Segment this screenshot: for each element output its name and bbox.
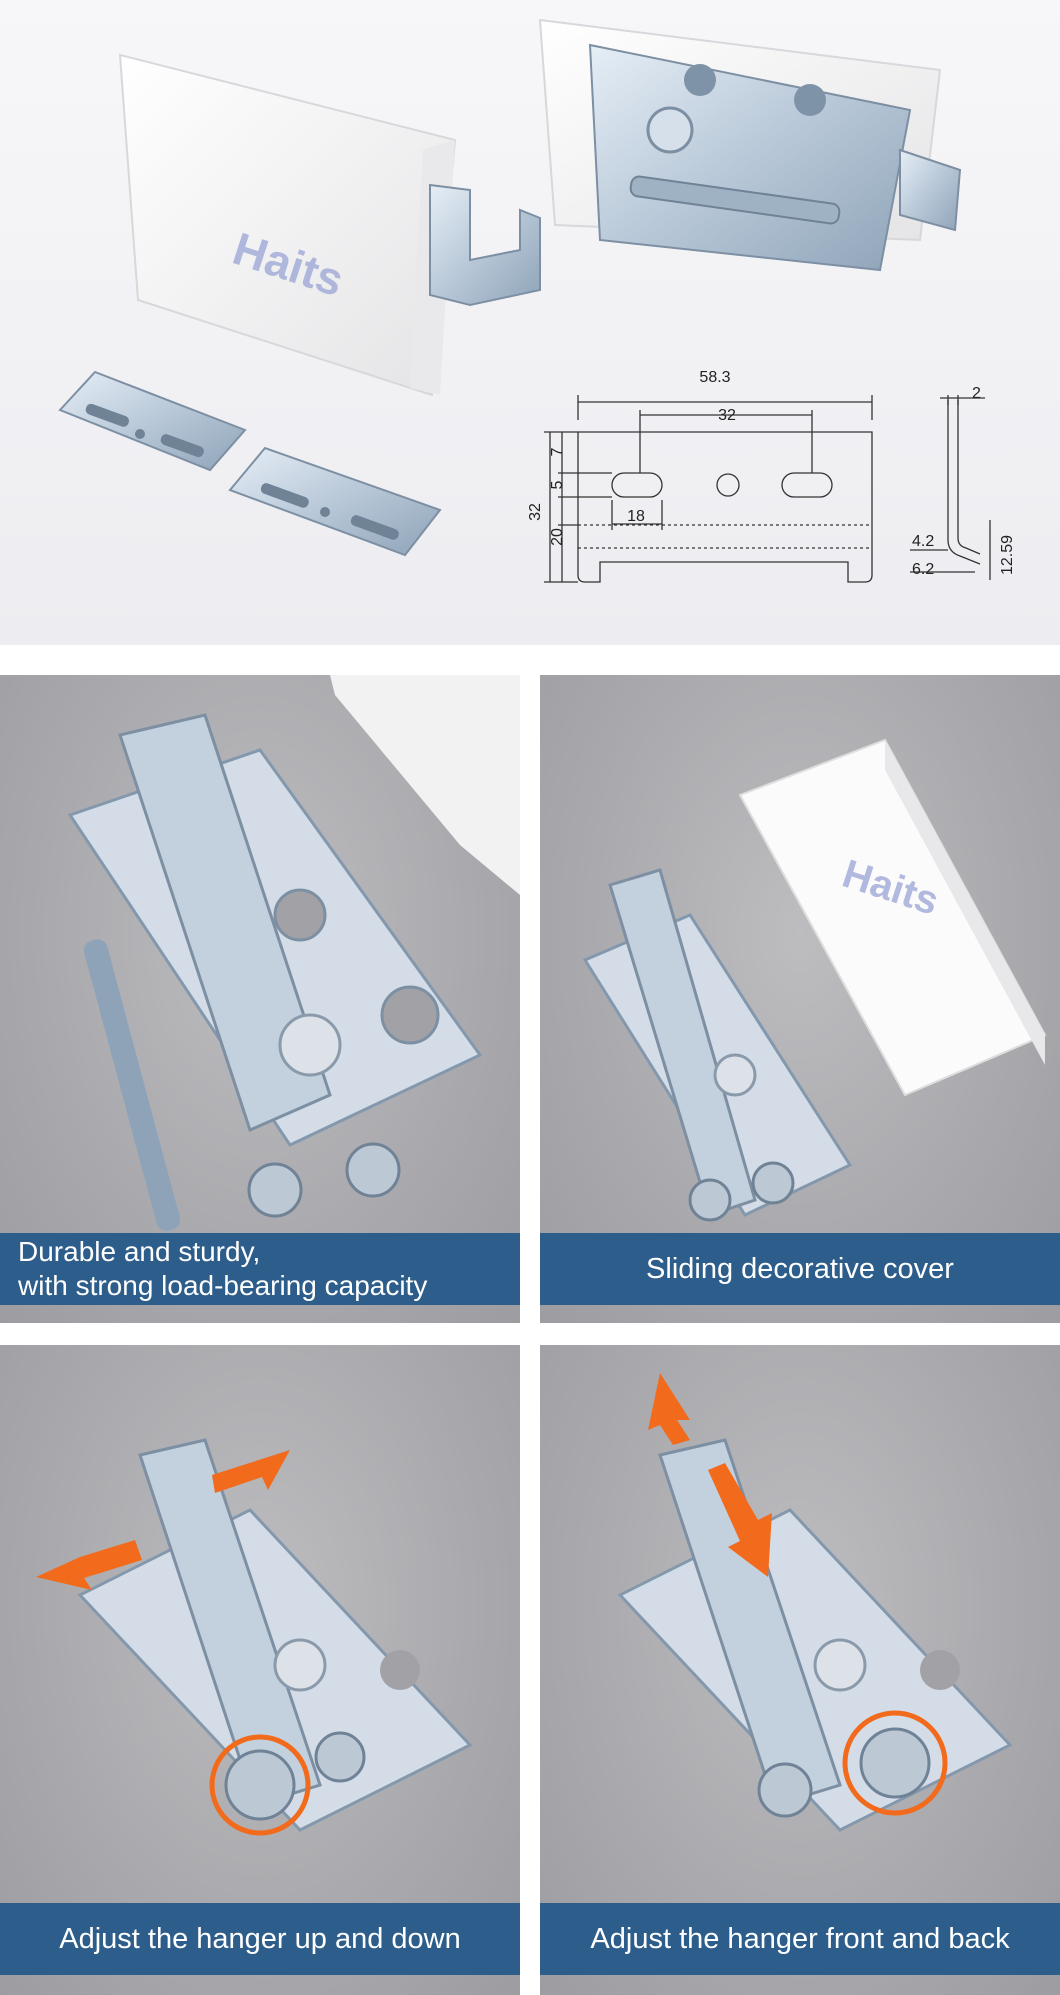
dim-step-1: 4.2 <box>912 533 934 550</box>
product-overview-panel: Haits <box>0 0 1060 645</box>
dim-profile-height: 12.59 <box>999 535 1016 575</box>
dim-row-3: 20 <box>549 528 566 546</box>
arrow-down-icon <box>708 1463 772 1577</box>
hanger-with-cover-photo: Haits <box>582 738 1047 1222</box>
dimension-drawing <box>544 395 991 583</box>
dim-thickness: 2 <box>972 385 981 402</box>
hanger-assembly-open <box>538 18 962 272</box>
caption-line-1: Adjust the hanger front and back <box>590 1923 1010 1955</box>
caption-line-1: Adjust the hanger up and down <box>59 1923 461 1955</box>
feature-panel-cover: Haits Sliding decorative cover <box>540 675 1060 1323</box>
hanger-adjust-up-down-photo <box>36 1438 473 1836</box>
feature-panel-front-back: Adjust the hanger front and back <box>540 1345 1060 1995</box>
hanger-photo-closeup <box>67 675 520 1231</box>
cover-bracket-hook <box>429 183 541 307</box>
caption-up-down: Adjust the hanger up and down <box>0 1903 520 1975</box>
highlight-circle-icon <box>209 1734 311 1836</box>
caption-cover: Sliding decorative cover <box>540 1233 1060 1305</box>
cover-edge <box>330 675 520 895</box>
mounting-plate-right <box>228 446 442 557</box>
dim-row-1: 7 <box>549 447 566 456</box>
dim-row-2: 5 <box>549 480 566 489</box>
caption-line-2: with strong load-bearing capacity <box>18 1270 428 1301</box>
dimension-labels: 58.3 32 18 32 7 5 20 2 4.2 6.2 12.59 <box>527 369 1016 578</box>
decorative-cover <box>738 738 1047 1097</box>
highlight-circle-icon <box>842 1710 948 1816</box>
feature-panel-up-down: Adjust the hanger up and down <box>0 1345 520 1995</box>
caption-durable: Durable and sturdy, with strong load-bea… <box>0 1233 520 1305</box>
dim-step-2: 6.2 <box>912 561 934 578</box>
arrow-left-icon <box>36 1540 142 1590</box>
caption-line-1: Durable and sturdy, <box>18 1236 261 1267</box>
arrow-right-icon <box>212 1450 290 1493</box>
plastic-cover-front <box>118 53 457 397</box>
dim-slot-offset: 18 <box>627 508 645 525</box>
caption-front-back: Adjust the hanger front and back <box>540 1903 1060 1975</box>
mounting-plate-left <box>58 370 247 472</box>
hanger-adjust-front-back-photo <box>617 1373 1013 1832</box>
dim-height: 32 <box>527 503 544 521</box>
product-overview-illustration: Haits <box>58 18 1016 583</box>
dim-slot-spacing: 32 <box>718 407 736 424</box>
dim-overall-width: 58.3 <box>699 369 730 386</box>
feature-panel-durable: Durable and sturdy, with strong load-bea… <box>0 675 520 1323</box>
arrow-up-icon <box>648 1373 690 1445</box>
caption-line-1: Sliding decorative cover <box>646 1253 954 1285</box>
